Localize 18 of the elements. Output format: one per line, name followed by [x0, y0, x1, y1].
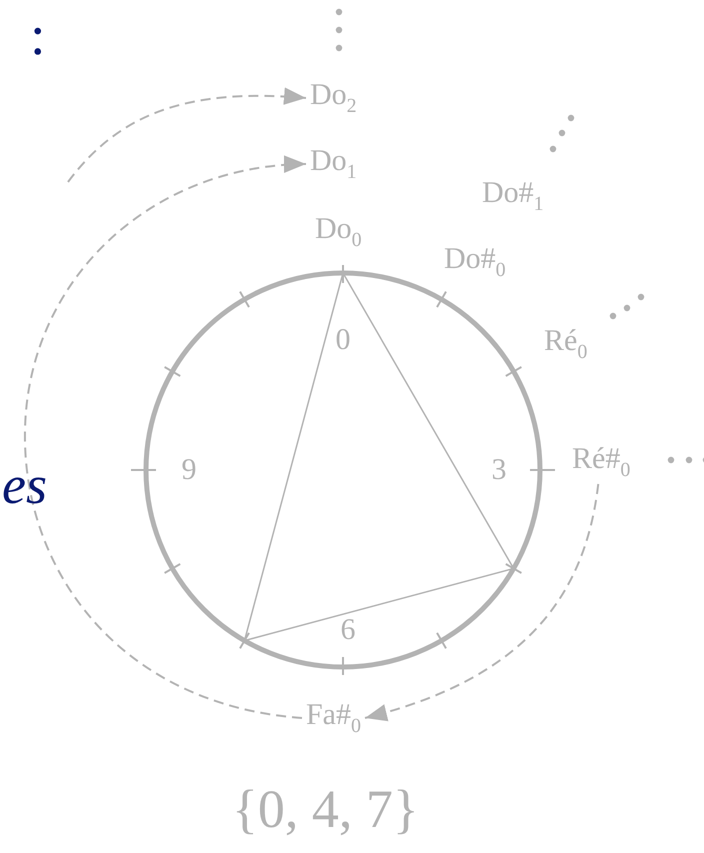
dashed-arrow — [67, 88, 306, 183]
pitch-class-number: 0 — [336, 325, 350, 355]
note-label: Do$_{1}$ — [310, 146, 357, 182]
note-label: Do$_{2}$ — [310, 80, 357, 116]
dashed-arrow — [364, 484, 600, 721]
pitch-class-number: 9 — [182, 455, 196, 485]
colon-mark: : — [30, 8, 46, 64]
note-label: Fa#$_{0}$ — [306, 700, 361, 736]
pitch-class-set: {0, 4, 7} — [232, 782, 419, 836]
note-label: Ré#$_{0}$ — [572, 444, 630, 480]
pitch-class-number: 6 — [340, 615, 356, 645]
note-label: Do$_{0}$ — [315, 214, 362, 250]
word-fragment: es — [2, 458, 47, 512]
note-label: Do#$_{1}$ — [482, 178, 544, 214]
note-label: Ré$_{0}$ — [544, 326, 588, 362]
dashed-arrow — [24, 156, 306, 719]
note-label: Do#$_{0}$ — [444, 244, 506, 280]
pitch-class-number: 3 — [492, 455, 506, 485]
